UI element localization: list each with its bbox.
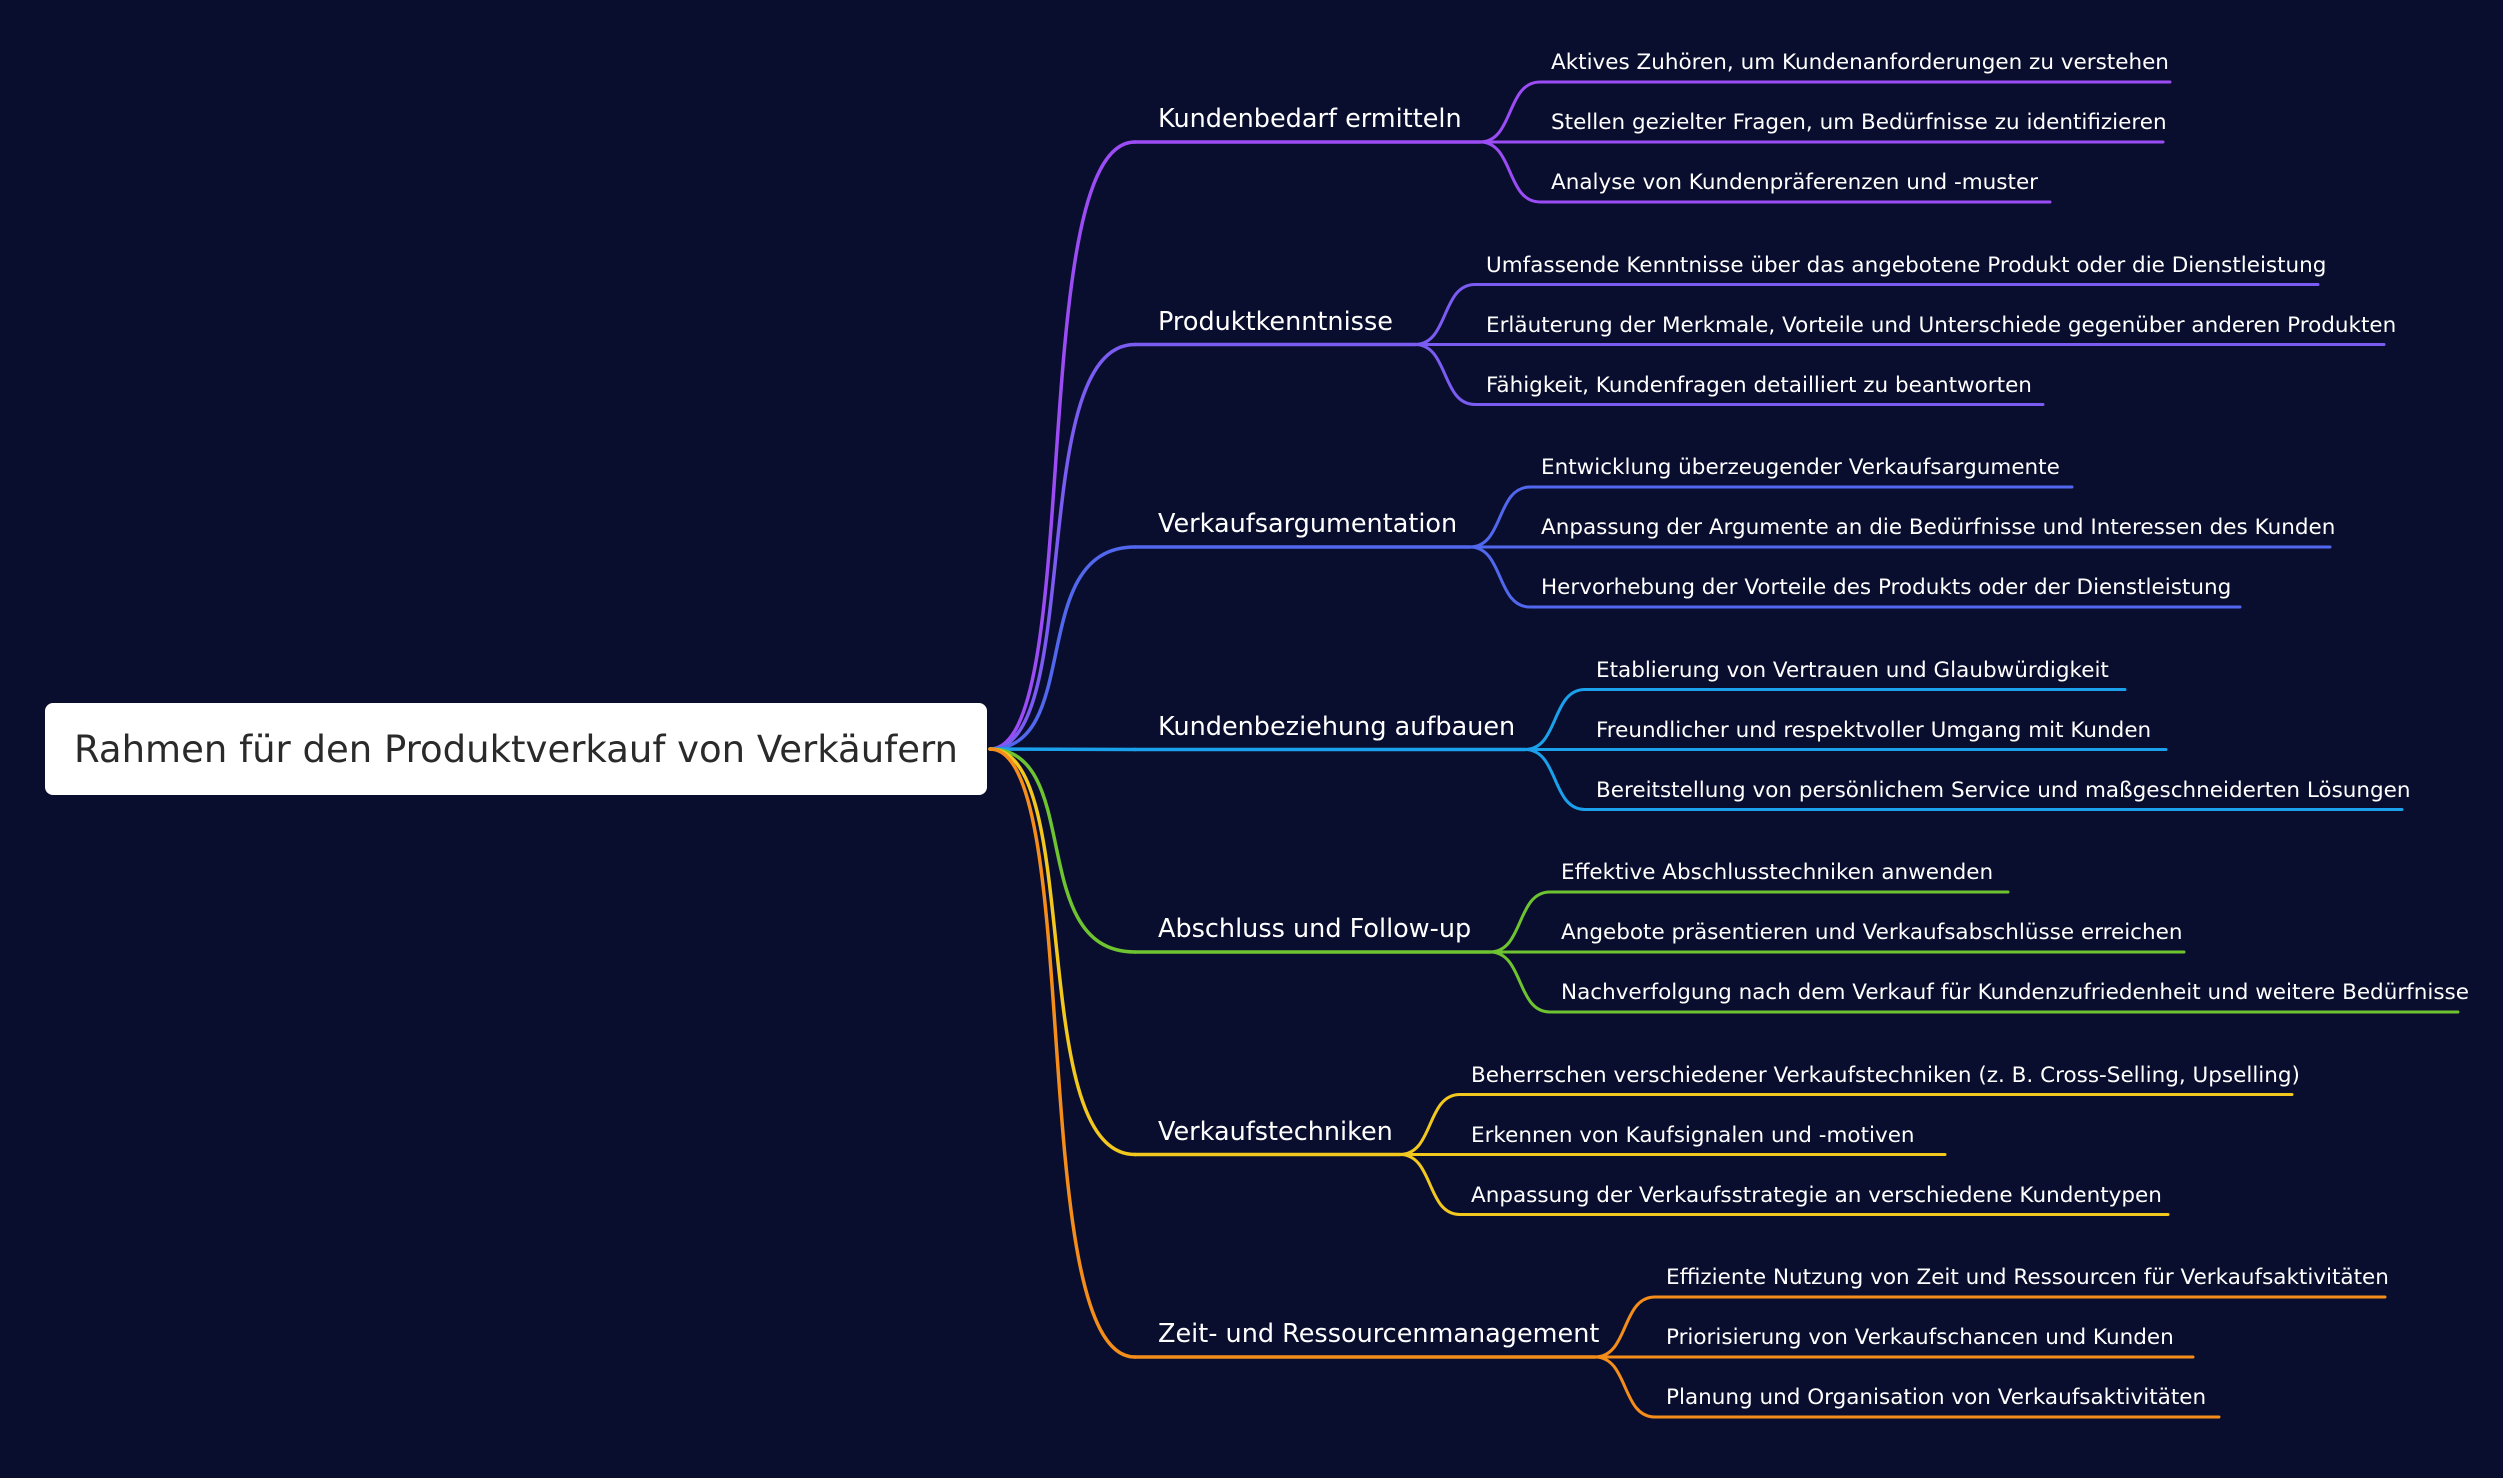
branch-label-1[interactable]: Kundenbedarf ermitteln [1158,104,1462,134]
connector-branch-5-leaf-3 [1488,950,2460,1014]
leaf-label-5-2[interactable]: Angebote präsentieren und Verkaufsabschl… [1561,920,2183,945]
branch-label-6[interactable]: Verkaufstechniken [1158,1116,1393,1147]
connector-branch-7-leaf-3 [1593,1355,2221,1419]
leaf-label-6-2[interactable]: Erkennen von Kaufsignalen und -motiven [1471,1122,1915,1148]
leaf-label-2-1[interactable]: Umfassende Kenntnisse über das angeboten… [1486,252,2327,278]
connector-branch-7-leaf-1 [1593,1295,2387,1359]
leaf-label-6-3[interactable]: Anpassung der Verkaufsstrategie an versc… [1471,1182,2162,1208]
leaf-label-1-3[interactable]: Analyse von Kundenpräferenzen und -muste… [1551,170,2039,195]
connector-root-branch-3 [988,545,1137,751]
connector-root-branch-5 [988,747,1137,954]
branch-label-3[interactable]: Verkaufsargumentation [1158,509,1458,539]
connector-root-branch-6 [988,747,1137,1157]
connector-root-branch-7 [988,747,1137,1359]
connector-root-branch-4 [988,747,1137,752]
connector-root-branch-1 [988,140,1137,751]
leaf-label-7-1[interactable]: Effiziente Nutzung von Zeit und Ressourc… [1666,1265,2389,1290]
leaf-label-2-2[interactable]: Erläuterung der Merkmale, Vorteile und U… [1486,312,2397,338]
leaf-label-4-3[interactable]: Bereitstellung von persönlichem Service … [1596,777,2411,803]
connector-branch-4-leaf-3 [1523,748,2404,811]
leaf-label-5-3[interactable]: Nachverfolgung nach dem Verkauf für Kund… [1561,980,2469,1005]
leaf-label-7-2[interactable]: Priorisierung von Verkaufschancen und Ku… [1666,1325,2174,1350]
leaf-label-5-1[interactable]: Effektive Abschlusstechniken anwenden [1561,860,1994,885]
connector-branch-6-leaf-1 [1398,1093,2294,1156]
connector-branch-2-leaf-1 [1413,283,2320,346]
connector-root-branch-2 [988,342,1137,751]
connector-branch-4-leaf-1 [1523,688,2127,751]
branch-label-7[interactable]: Zeit- und Ressourcenmanagement [1158,1319,1600,1349]
branch-label-2[interactable]: Produktkenntnisse [1158,306,1393,337]
leaf-label-4-2[interactable]: Freundlicher und respektvoller Umgang mi… [1596,717,2152,743]
leaf-label-1-1[interactable]: Aktives Zuhören, um Kundenanforderungen … [1551,50,2169,75]
root-node[interactable]: Rahmen für den Produktverkauf von Verkäu… [45,703,987,795]
leaf-label-2-3[interactable]: Fähigkeit, Kundenfragen detailliert zu b… [1486,372,2032,398]
connector-branch-6-leaf-3 [1398,1153,2170,1216]
leaf-label-1-2[interactable]: Stellen gezielter Fragen, um Bedürfnisse… [1551,110,2167,135]
branch-label-5[interactable]: Abschluss und Follow-up [1158,914,1472,944]
connector-branch-1-leaf-3 [1478,140,2052,204]
connector-branch-3-leaf-3 [1468,545,2242,609]
branch-label-4[interactable]: Kundenbeziehung aufbauen [1158,711,1516,742]
leaf-label-7-3[interactable]: Planung und Organisation von Verkaufsakt… [1666,1385,2207,1410]
connector-branch-5-leaf-1 [1488,890,2010,954]
connector-branch-2-leaf-3 [1413,343,2045,406]
leaf-label-6-1[interactable]: Beherrschen verschiedener Verkaufstechni… [1471,1062,2300,1088]
leaf-label-3-1[interactable]: Entwicklung überzeugender Verkaufsargume… [1541,455,2060,480]
leaf-label-3-2[interactable]: Anpassung der Argumente an die Bedürfnis… [1541,515,2336,540]
root-title: Rahmen für den Produktverkauf von Verkäu… [74,727,958,771]
leaf-label-3-3[interactable]: Hervorhebung der Vorteile des Produkts o… [1541,575,2232,600]
leaf-label-4-1[interactable]: Etablierung von Vertrauen und Glaubwürdi… [1596,657,2109,683]
connector-branch-1-leaf-1 [1478,80,2172,144]
connector-branch-3-leaf-1 [1468,485,2074,549]
